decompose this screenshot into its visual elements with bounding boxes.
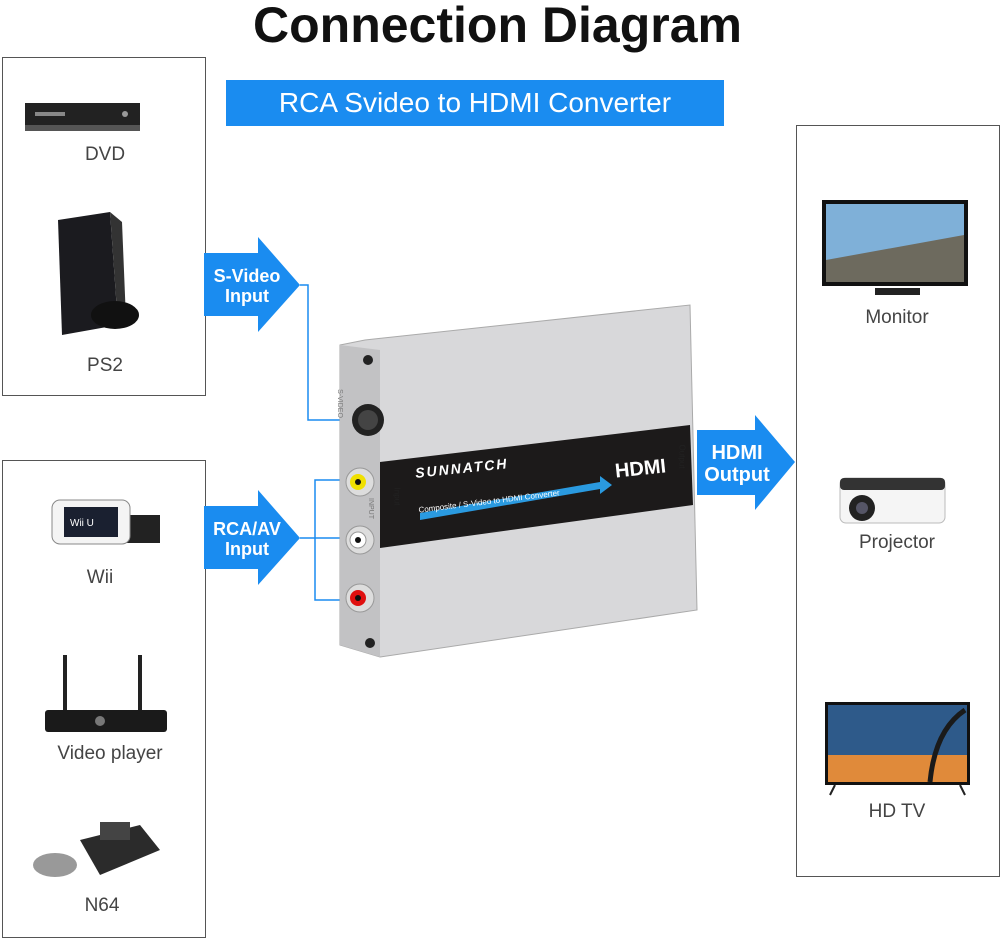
label-monitor: Monitor: [865, 307, 929, 328]
arrow-label-line: S-Video: [213, 266, 281, 286]
arrow-label-line: Output: [704, 464, 770, 486]
wii-console-icon: Wii U: [51, 499, 160, 545]
label-ps2: PS2: [87, 355, 123, 376]
label-video-player: Video player: [57, 743, 163, 764]
label-wii: Wii: [86, 567, 114, 588]
dvd-player-icon: [25, 103, 140, 131]
subtitle-banner: RCA Svideo to HDMI Converter: [226, 80, 724, 126]
device-output-label: Output: [677, 444, 687, 469]
arrow-label-line: RCA/AV: [213, 519, 281, 539]
svideo-input-arrow: [204, 237, 300, 332]
connector-lines: [300, 284, 345, 601]
label-n64: N64: [84, 895, 120, 916]
projector-icon: [839, 477, 946, 524]
tv-icon: [825, 702, 970, 796]
label-projector: Projector: [858, 532, 936, 553]
label-dvd: DVD: [84, 144, 126, 165]
device-side-label-input: INPUT: [367, 498, 374, 519]
hdmi-output-arrow: [697, 415, 795, 510]
device-input-label: Input: [392, 487, 402, 506]
video-player-icon: [45, 655, 167, 732]
page-title: Connection Diagram: [253, 0, 742, 53]
rca-input-arrow: [204, 490, 300, 585]
arrow-label-line: Input: [225, 539, 269, 559]
ps2-console-icon: [58, 212, 139, 335]
monitor-icon: [822, 200, 968, 295]
device-side-label-svideo: S-VIDEO: [335, 389, 343, 418]
label-hd-tv: HD TV: [868, 801, 926, 822]
svg-text:Wii U: Wii U: [70, 518, 94, 529]
converter-device: [339, 304, 698, 658]
n64-console-icon: [33, 822, 160, 877]
arrow-label-line: HDMI: [711, 442, 763, 464]
arrow-label-line: Input: [225, 286, 269, 306]
